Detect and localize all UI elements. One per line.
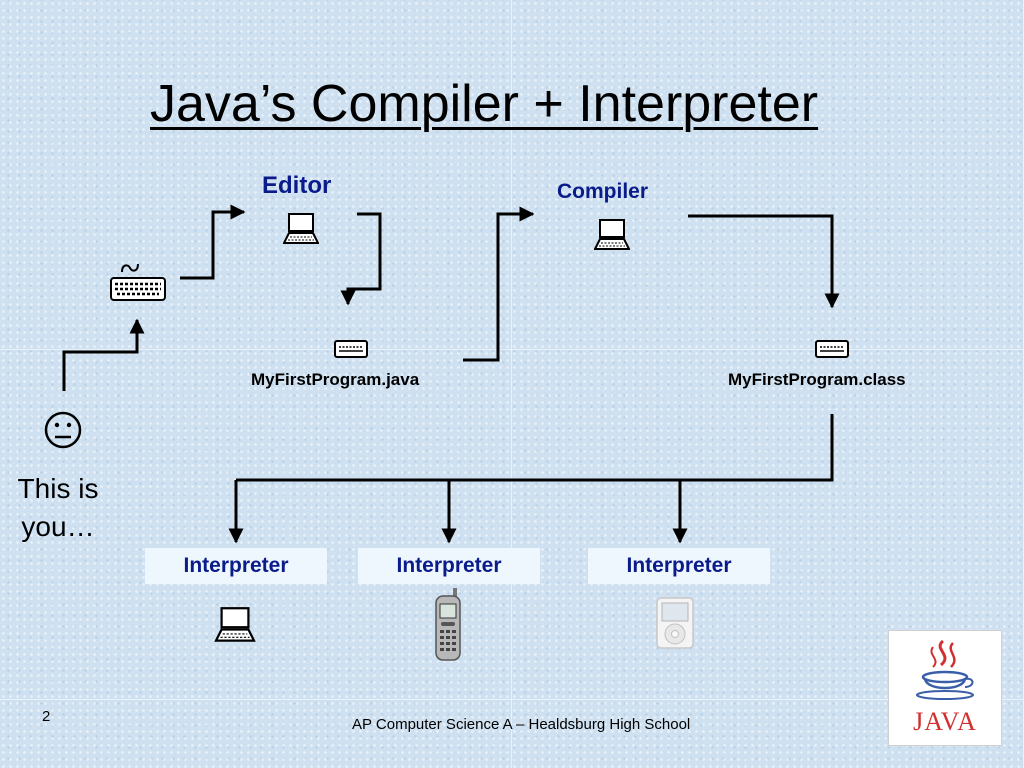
interpreter-box-2: Interpreter: [358, 548, 540, 584]
desktop-computer-icon: [214, 607, 256, 642]
interpreter-label-1: Interpreter: [183, 554, 289, 577]
interpreter-label-3: Interpreter: [626, 554, 732, 577]
arrow-class-to-interpreters: [236, 414, 834, 482]
ipod-icon: [656, 597, 694, 649]
arrow-editor-to-source: [340, 212, 382, 306]
source-file-icon: [334, 340, 368, 358]
java-logo-text: JAVA: [913, 707, 977, 736]
keyboard-icon: [110, 263, 166, 301]
editor-computer-icon: [283, 213, 319, 244]
slide-title: Java’s Compiler + Interpreter: [150, 75, 819, 133]
compiler-computer-icon: [594, 219, 630, 250]
arrow-source-to-compiler: [463, 206, 535, 362]
class-file-label: MyFirstProgram.class: [728, 370, 906, 389]
arrow-keyboard-to-editor: [180, 204, 246, 280]
arrow-compiler-to-class: [688, 214, 840, 309]
arrow-user-to-keyboard: [62, 318, 145, 391]
interpreter-box-3: Interpreter: [588, 548, 770, 584]
class-file-icon: [815, 340, 849, 358]
cell-phone-icon: [435, 588, 461, 661]
page-number: 2: [42, 708, 51, 725]
source-file-label: MyFirstProgram.java: [251, 370, 420, 389]
interpreter-label-2: Interpreter: [396, 554, 502, 577]
java-coffee-cup-icon: [916, 639, 974, 700]
java-logo: JAVA: [888, 630, 1002, 746]
compiler-label: Compiler: [557, 180, 649, 203]
you-label: This is you…: [17, 473, 99, 542]
interpreter-box-1: Interpreter: [145, 548, 327, 584]
editor-label: Editor: [262, 172, 332, 199]
neutral-face-icon: [44, 411, 82, 449]
footer-text: AP Computer Science A – Healdsburg High …: [352, 716, 691, 733]
